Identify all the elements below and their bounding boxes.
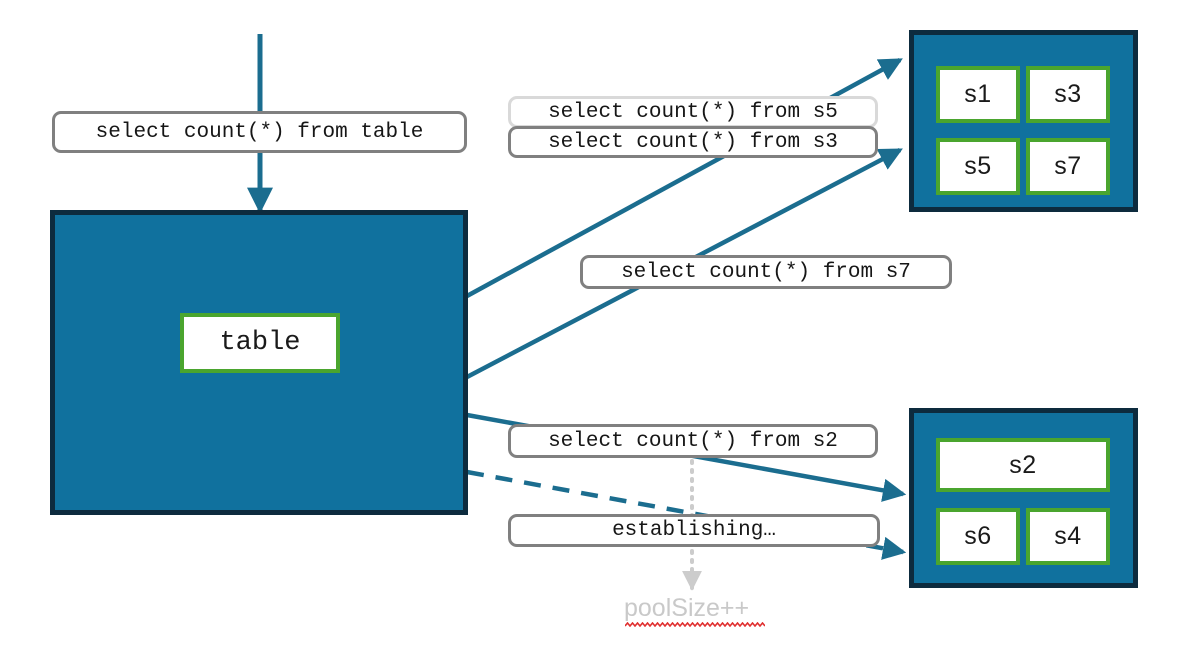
- shard-chip-label: s4: [1054, 522, 1082, 550]
- query-label-text: select count(*) from s7: [621, 260, 911, 284]
- query-label-s7[interactable]: select count(*) from s7: [580, 255, 952, 289]
- shard-chip-label: s7: [1054, 152, 1082, 180]
- query-label-text: select count(*) from s5: [548, 100, 838, 124]
- table-chip[interactable]: table: [180, 313, 340, 373]
- shard-chip-s4[interactable]: s4: [1026, 508, 1110, 565]
- shard-chip-label: s3: [1054, 80, 1082, 108]
- shard-chip-s7[interactable]: s7: [1026, 138, 1110, 195]
- shard-chip-s3[interactable]: s3: [1026, 66, 1110, 123]
- query-label-text: select count(*) from s2: [548, 429, 838, 453]
- shard-chip-s1[interactable]: s1: [936, 66, 1020, 123]
- shard-chip-s5[interactable]: s5: [936, 138, 1020, 195]
- query-label-s5[interactable]: select count(*) from s5: [508, 96, 878, 128]
- query-label-s2[interactable]: select count(*) from s2: [508, 424, 878, 458]
- query-label-s3[interactable]: select count(*) from s3: [508, 126, 878, 158]
- query-label-table[interactable]: select count(*) from table: [52, 111, 467, 153]
- shard-chip-label: s1: [964, 80, 992, 108]
- shard-chip-label: s6: [964, 522, 992, 550]
- spellcheck-squiggle-icon: [625, 622, 765, 627]
- poolsize-note: poolSize++: [624, 594, 749, 623]
- query-label-text: select count(*) from table: [95, 120, 424, 144]
- shard-chip-label: s5: [964, 152, 992, 180]
- status-label-text: establishing…: [612, 519, 776, 542]
- poolsize-note-text: poolSize++: [624, 594, 750, 622]
- status-label-establishing[interactable]: establishing…: [508, 514, 880, 547]
- shard-chip-s6[interactable]: s6: [936, 508, 1020, 565]
- table-chip-label: table: [219, 328, 301, 358]
- shard-chip-label: s2: [1009, 450, 1037, 479]
- shard-chip-s2[interactable]: s2: [936, 438, 1110, 492]
- query-label-text: select count(*) from s3: [548, 130, 838, 154]
